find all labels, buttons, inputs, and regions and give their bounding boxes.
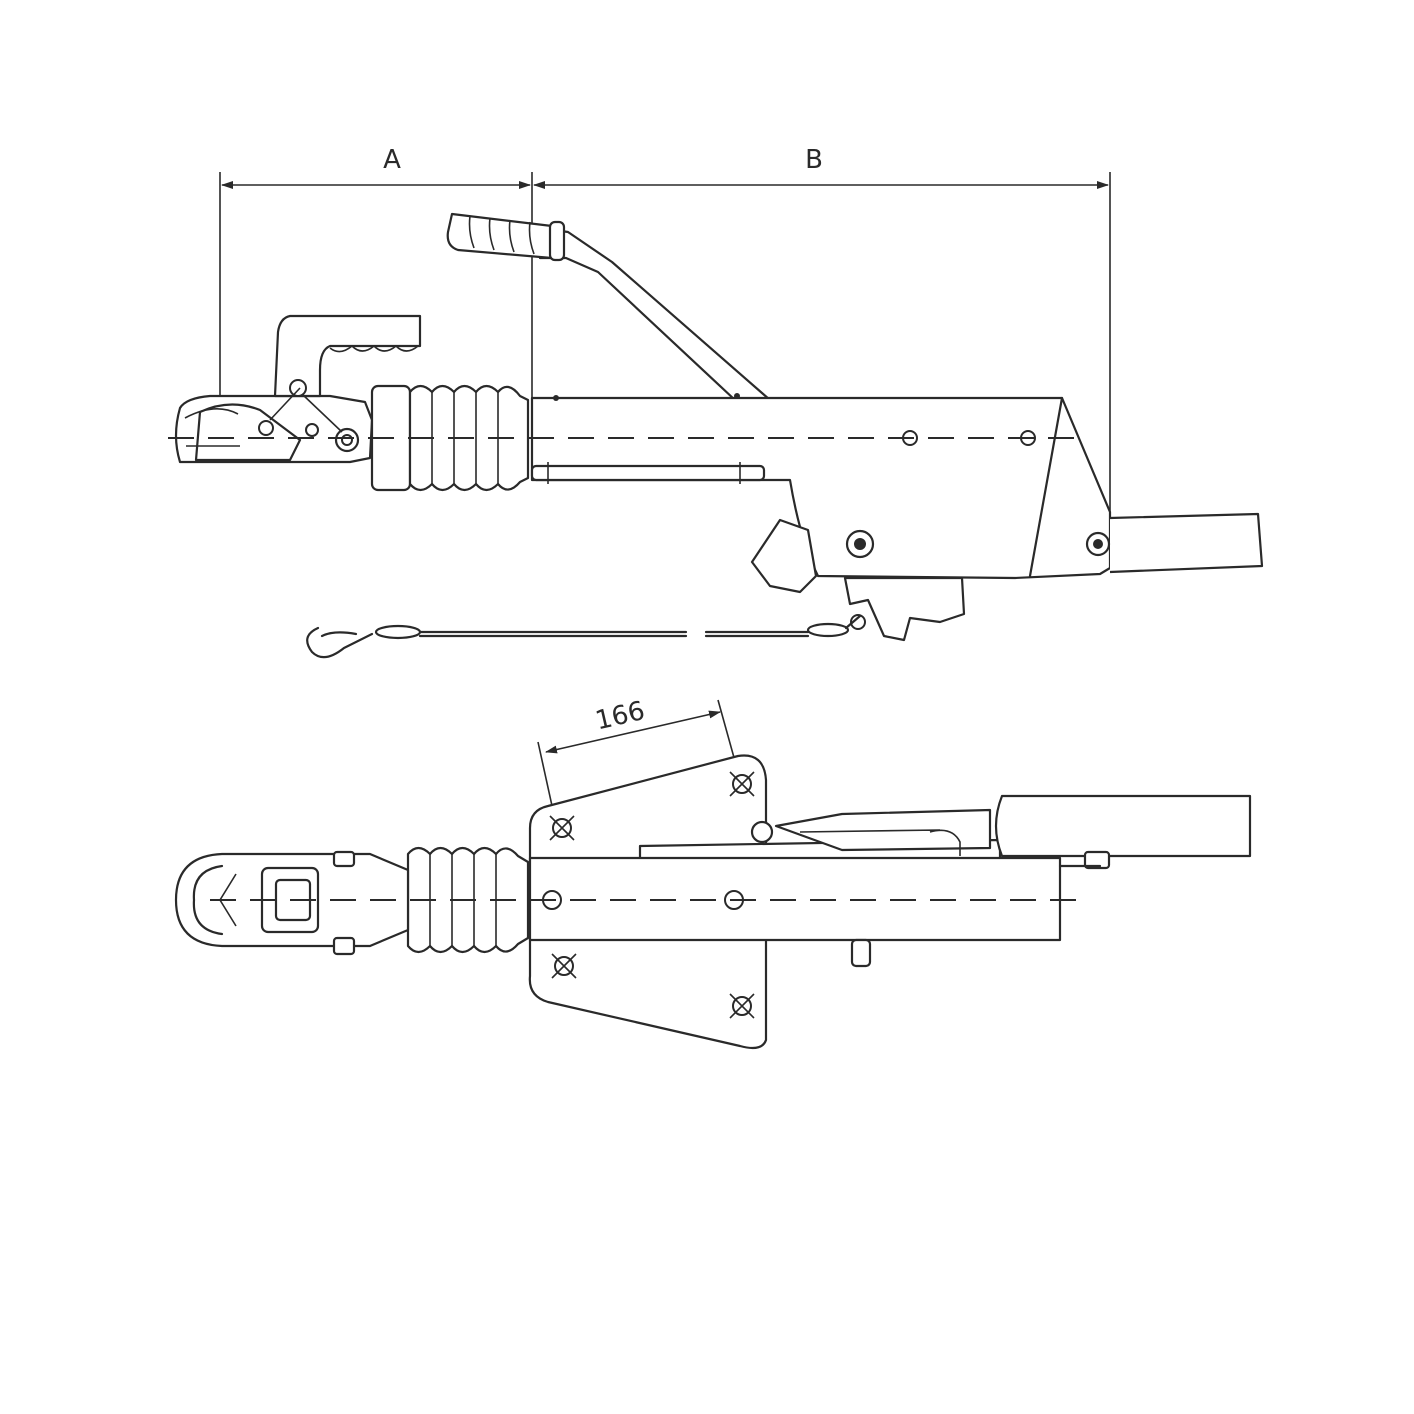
coupling-head <box>174 314 422 464</box>
bolts-side <box>845 430 1111 559</box>
dimension-b: B <box>533 145 1111 515</box>
coupling-head-top <box>174 850 410 956</box>
bolts-top <box>542 771 872 1019</box>
side-view: A B <box>168 145 1264 659</box>
handbrake-lever <box>446 212 772 402</box>
dimension-b-label: B <box>805 145 823 175</box>
top-handle <box>638 794 1252 870</box>
main-tube-side <box>530 395 1112 580</box>
dimension-a: A <box>219 145 533 400</box>
top-view: 166 <box>174 696 1252 1050</box>
breakaway-cable <box>306 614 862 659</box>
brake-bracket-side <box>750 518 966 642</box>
linkage-rod <box>530 462 766 484</box>
dimension-a-label: A <box>383 145 401 175</box>
rear-tube-side <box>1109 512 1264 574</box>
